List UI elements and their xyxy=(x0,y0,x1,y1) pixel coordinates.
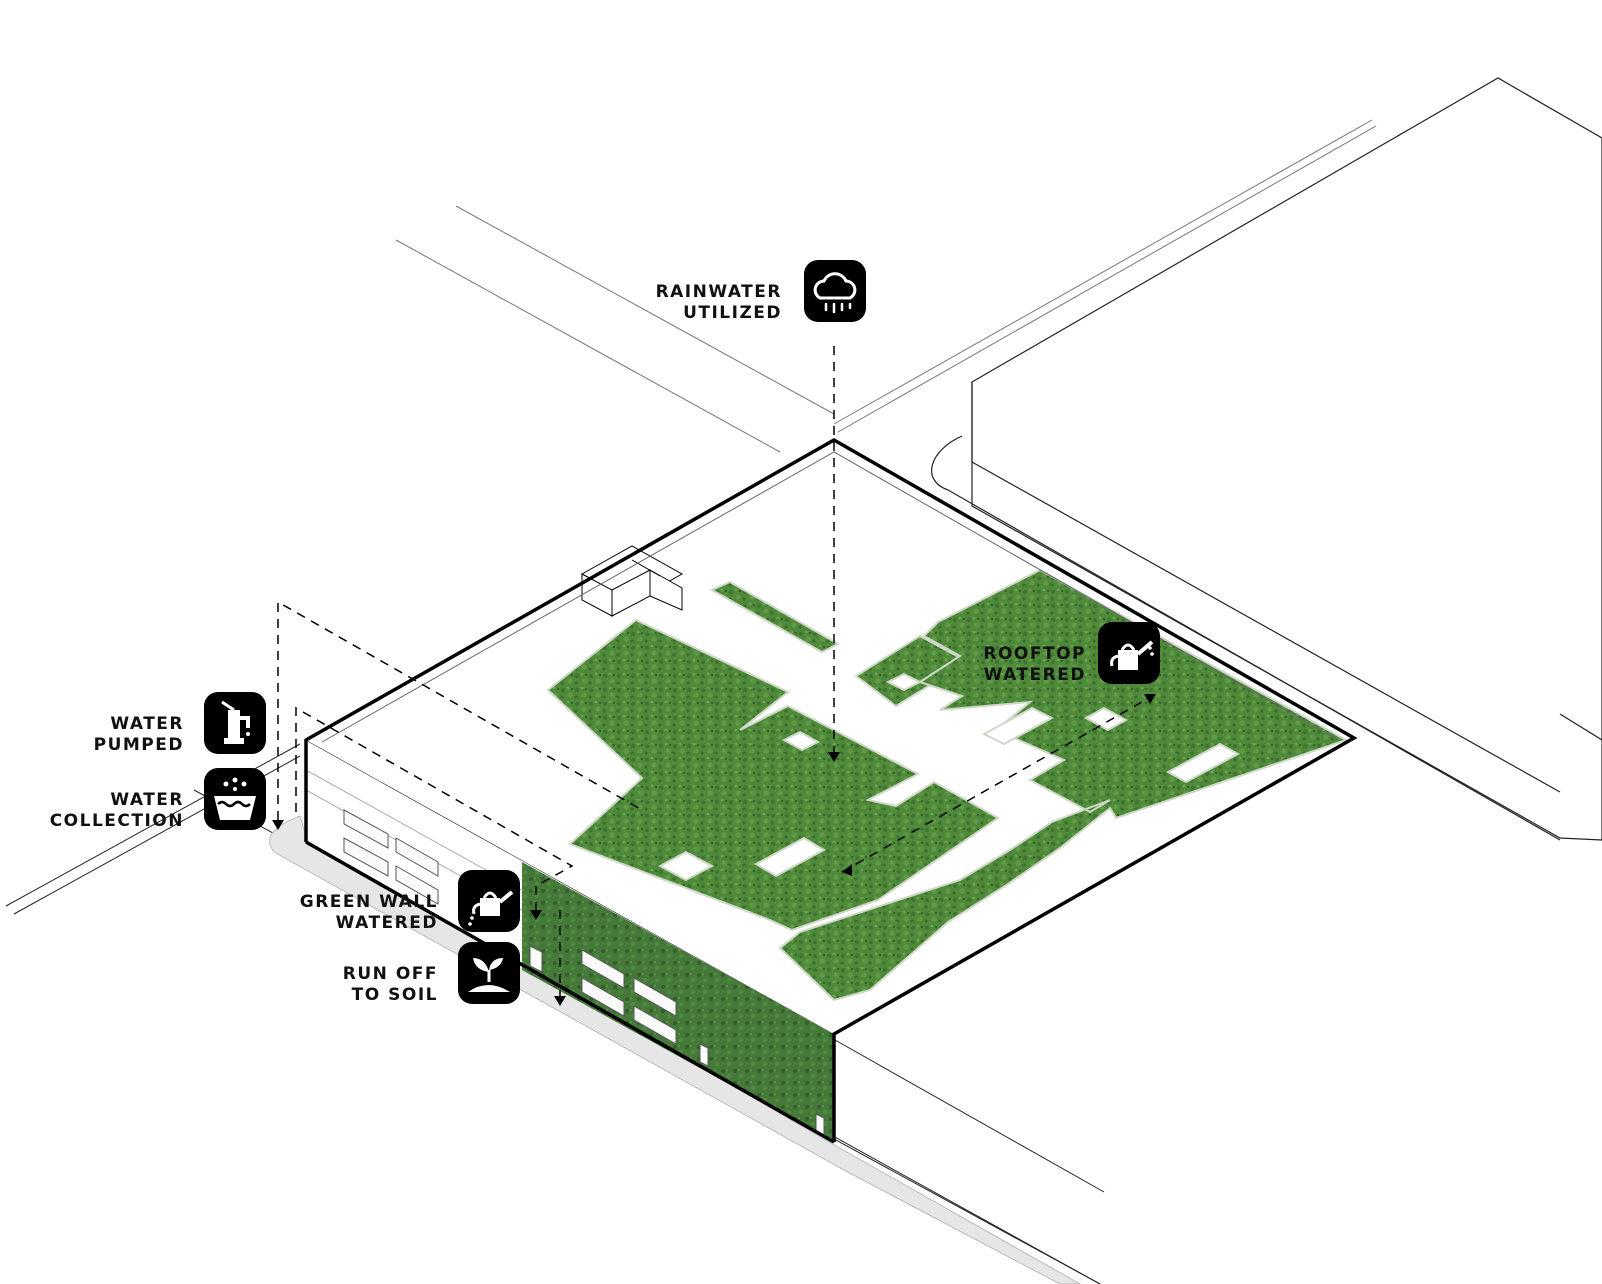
sprout-soil-icon xyxy=(458,942,520,1004)
collection-label-line1: WATER xyxy=(110,790,184,810)
rooftop-label-line1: ROOFTOP xyxy=(983,644,1086,664)
water-flow-lines xyxy=(277,346,1143,996)
green-roof xyxy=(546,568,1349,1002)
rooftop-watered-label: ROOFTOP WATERED xyxy=(900,644,1086,686)
roof-skylights xyxy=(657,672,1241,882)
pumped-label-line2: PUMPED xyxy=(93,735,184,755)
runoff-label-line2: TO SOIL xyxy=(351,985,438,1005)
building-outline xyxy=(304,437,1358,1144)
water-collection-label: WATER COLLECTION xyxy=(0,790,184,832)
water-pump-icon xyxy=(204,692,266,754)
roof-parapet xyxy=(321,451,1339,743)
greenwall-label-line1: GREEN WALL xyxy=(299,892,438,912)
rooftop-label-line2: WATERED xyxy=(983,665,1086,685)
runoff-label-line1: RUN OFF xyxy=(342,964,438,984)
rain-cloud-icon xyxy=(804,260,866,322)
flow-arrowheads xyxy=(272,694,1156,1006)
green-wall-watered-label: GREEN WALL WATERED xyxy=(240,892,438,934)
watering-can-icon xyxy=(1098,622,1160,684)
neighbor-building xyxy=(931,77,1602,841)
rooftop-mechanical-unit xyxy=(580,545,684,617)
run-off-to-soil-label: RUN OFF TO SOIL xyxy=(260,964,438,1006)
facade-windows xyxy=(343,809,825,1137)
rainwater-label-line2: UTILIZED xyxy=(683,303,782,323)
rainwater-label-line1: RAINWATER xyxy=(655,282,782,302)
pumped-label-line1: WATER xyxy=(110,714,184,734)
rainwater-utilized-label: RAINWATER UTILIZED xyxy=(576,282,782,324)
collection-label-line2: COLLECTION xyxy=(49,811,184,831)
greenwall-label-line2: WATERED xyxy=(335,913,438,933)
water-pumped-label: WATER PUMPED xyxy=(20,714,184,756)
water-basin-icon xyxy=(204,768,266,830)
green-wall-watering-can-icon xyxy=(458,870,520,932)
